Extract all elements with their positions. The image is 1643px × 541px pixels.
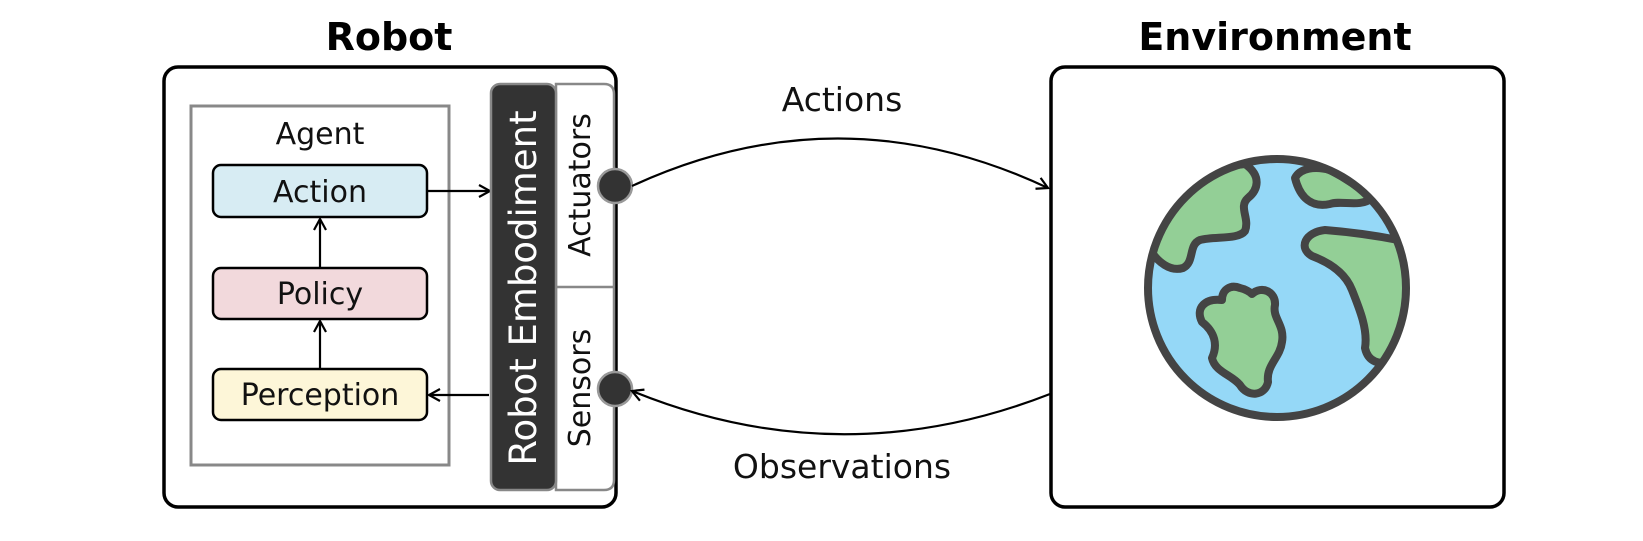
action-label: Action [273, 175, 367, 210]
observations-label: Observations [733, 447, 951, 486]
actions-label: Actions [782, 80, 903, 119]
robot-embodiment-bar [489, 82, 558, 492]
agent-box [189, 104, 451, 467]
sensors-label: Sensors [563, 329, 598, 447]
agent-title: Agent [276, 117, 365, 152]
observations-arrow [632, 391, 1051, 436]
globe-outline [1144, 155, 1410, 421]
robot-title: Robot [326, 15, 453, 59]
actuator-port [596, 167, 634, 205]
actuators-label: Actuators [563, 113, 598, 257]
robot-embodiment-label: Robot Embodiment [502, 110, 545, 465]
environment-title: Environment [1138, 15, 1411, 59]
actions-arrow [631, 137, 1048, 188]
sensor-port [596, 370, 634, 408]
continent-center [1195, 282, 1287, 398]
policy-label: Policy [277, 277, 363, 312]
perception-label: Perception [241, 378, 400, 413]
earth-globe-icon [1144, 155, 1410, 421]
